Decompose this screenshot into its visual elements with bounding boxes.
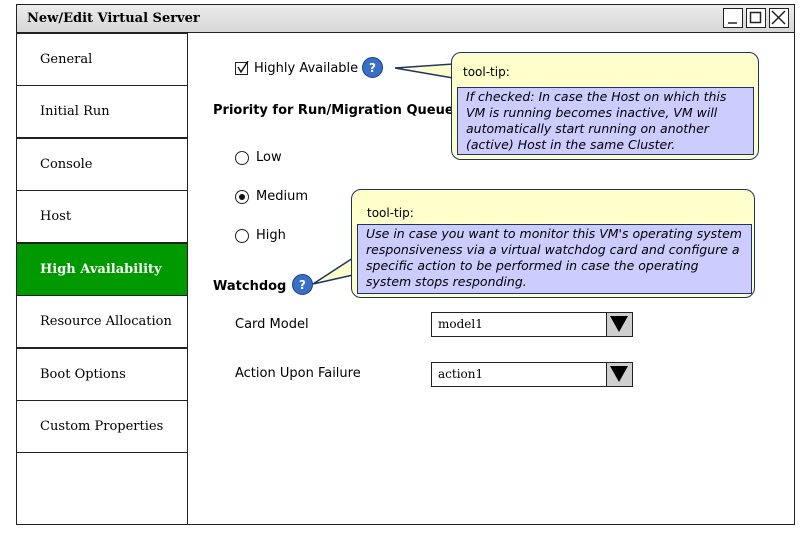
window-title: New/Edit Virtual Server — [27, 11, 200, 26]
watchdog-tooltip: tool-tip: Use in case you want to monito… — [351, 189, 755, 298]
priority-heading: Priority for Run/Migration Queue — [213, 103, 454, 118]
help-icon[interactable]: ? — [292, 274, 313, 295]
title-bar — [16, 4, 795, 33]
sidebar-item-label: Initial Run — [40, 104, 110, 119]
help-icon[interactable]: ? — [362, 57, 383, 78]
radio-selected-dot — [239, 194, 245, 200]
sidebar-item-resource-allocation[interactable]: Resource Allocation — [16, 295, 188, 348]
maximize-button[interactable] — [746, 8, 766, 28]
watchdog-tooltip-text: Use in case you want to monitor this VM'… — [357, 224, 752, 294]
checkmark-icon — [237, 61, 249, 74]
action-dropdown-button[interactable] — [606, 363, 632, 386]
sidebar-item-label: Console — [40, 157, 93, 172]
priority-medium-label: Medium — [256, 189, 308, 204]
maximize-icon — [749, 11, 762, 24]
card-model-select[interactable]: model1 — [431, 312, 633, 337]
sidebar-item-console[interactable]: Console — [16, 138, 188, 191]
action-upon-failure-select[interactable]: action1 — [431, 362, 633, 387]
card-model-dropdown-button[interactable] — [606, 313, 632, 336]
sidebar-item-general[interactable]: General — [16, 33, 188, 86]
sidebar-item-label: Boot Options — [40, 367, 126, 382]
chevron-down-icon — [610, 316, 628, 332]
minimize-icon — [728, 22, 737, 24]
highly-available-label: Highly Available — [254, 61, 359, 76]
close-icon — [771, 10, 786, 25]
priority-high-label: High — [256, 228, 286, 243]
ha-tooltip-text: If checked: In case the Host on which th… — [457, 87, 754, 155]
action-upon-failure-label: Action Upon Failure — [235, 366, 361, 381]
close-button[interactable] — [769, 8, 789, 28]
watchdog-heading: Watchdog — [213, 279, 287, 294]
sidebar-item-host[interactable]: Host — [16, 190, 188, 243]
minimize-button[interactable] — [723, 8, 743, 28]
sidebar-item-initial-run[interactable]: Initial Run — [16, 85, 188, 138]
priority-high-radio[interactable] — [235, 229, 249, 243]
priority-medium-radio[interactable] — [235, 190, 249, 204]
card-model-value: model1 — [438, 317, 483, 331]
sidebar-item-label: Resource Allocation — [40, 314, 172, 329]
watchdog-tooltip-label: tool-tip: — [367, 206, 414, 220]
sidebar-item-label: General — [40, 52, 93, 67]
sidebar-item-label: High Availability — [40, 262, 162, 277]
priority-low-radio[interactable] — [235, 151, 249, 165]
chevron-down-icon — [610, 366, 628, 382]
action-upon-failure-value: action1 — [438, 367, 484, 381]
highly-available-checkbox[interactable] — [235, 61, 249, 75]
ha-tooltip: tool-tip: If checked: In case the Host o… — [451, 52, 759, 160]
sidebar-item-custom-properties[interactable]: Custom Properties — [16, 400, 188, 453]
priority-low-label: Low — [256, 150, 282, 165]
sidebar-item-high-availability[interactable]: High Availability — [16, 243, 188, 296]
ha-tooltip-label: tool-tip: — [463, 65, 510, 79]
sidebar-item-boot-options[interactable]: Boot Options — [16, 348, 188, 401]
card-model-label: Card Model — [235, 317, 309, 332]
sidebar-item-label: Host — [40, 209, 72, 224]
sidebar-item-label: Custom Properties — [40, 419, 164, 434]
